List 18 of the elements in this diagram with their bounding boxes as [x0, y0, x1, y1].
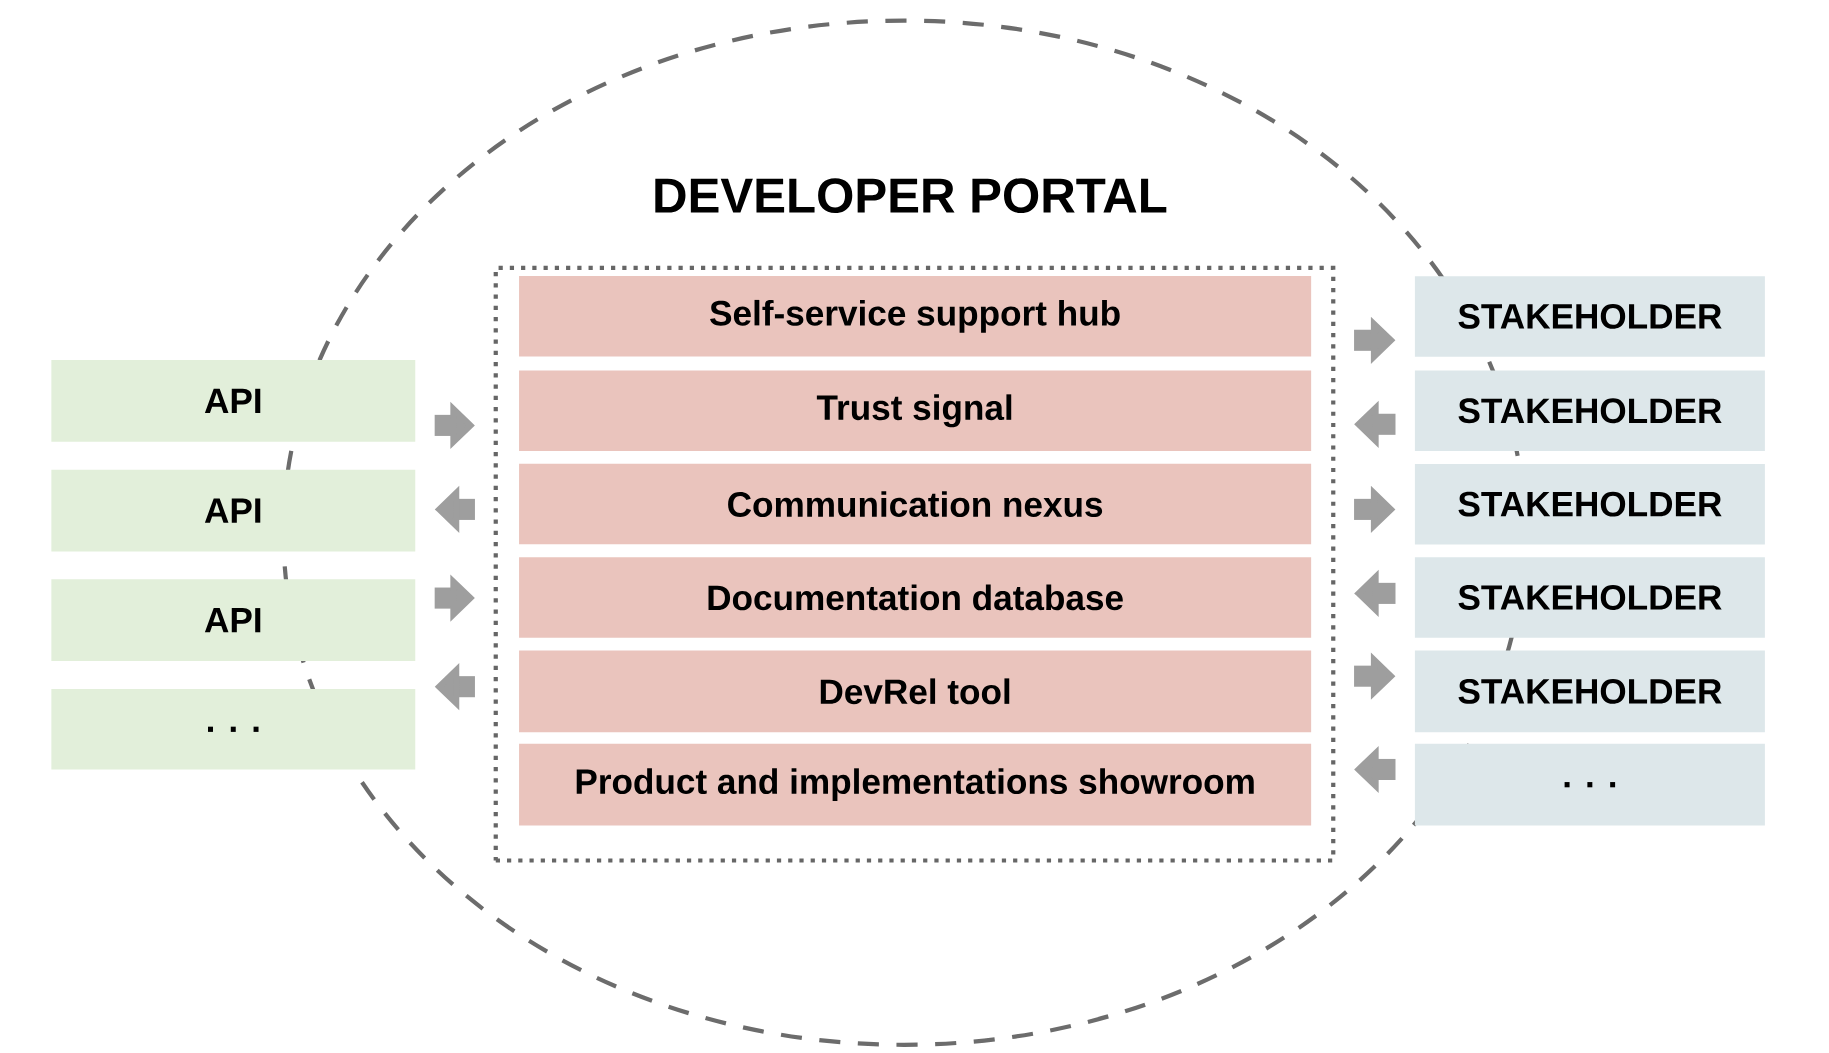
- api-box: . . .: [51, 689, 416, 770]
- stakeholder-box: STAKEHOLDER: [1414, 370, 1765, 452]
- portal-function-box: Self-service support hub: [519, 276, 1312, 357]
- stakeholder-box: STAKEHOLDER: [1414, 650, 1765, 733]
- stakeholder-box: . . .: [1414, 743, 1765, 826]
- portal-function-box: Communication nexus: [519, 463, 1312, 545]
- portal-function-box: Trust signal: [519, 370, 1312, 452]
- dotted-group-frame: [493, 265, 1336, 863]
- portal-title: DEVELOPER PORTAL: [655, 178, 1167, 214]
- portal-function-box: Product and implementations showroom: [519, 743, 1312, 826]
- stakeholder-box: STAKEHOLDER: [1414, 276, 1765, 357]
- stakeholder-box: STAKEHOLDER: [1414, 557, 1765, 638]
- portal-function-box: Documentation database: [519, 557, 1312, 638]
- api-box: API: [51, 469, 416, 552]
- portal-function-box: DevRel tool: [519, 650, 1312, 733]
- api-box: API: [51, 579, 416, 662]
- api-box: API: [51, 360, 416, 442]
- stakeholder-box: STAKEHOLDER: [1414, 463, 1765, 545]
